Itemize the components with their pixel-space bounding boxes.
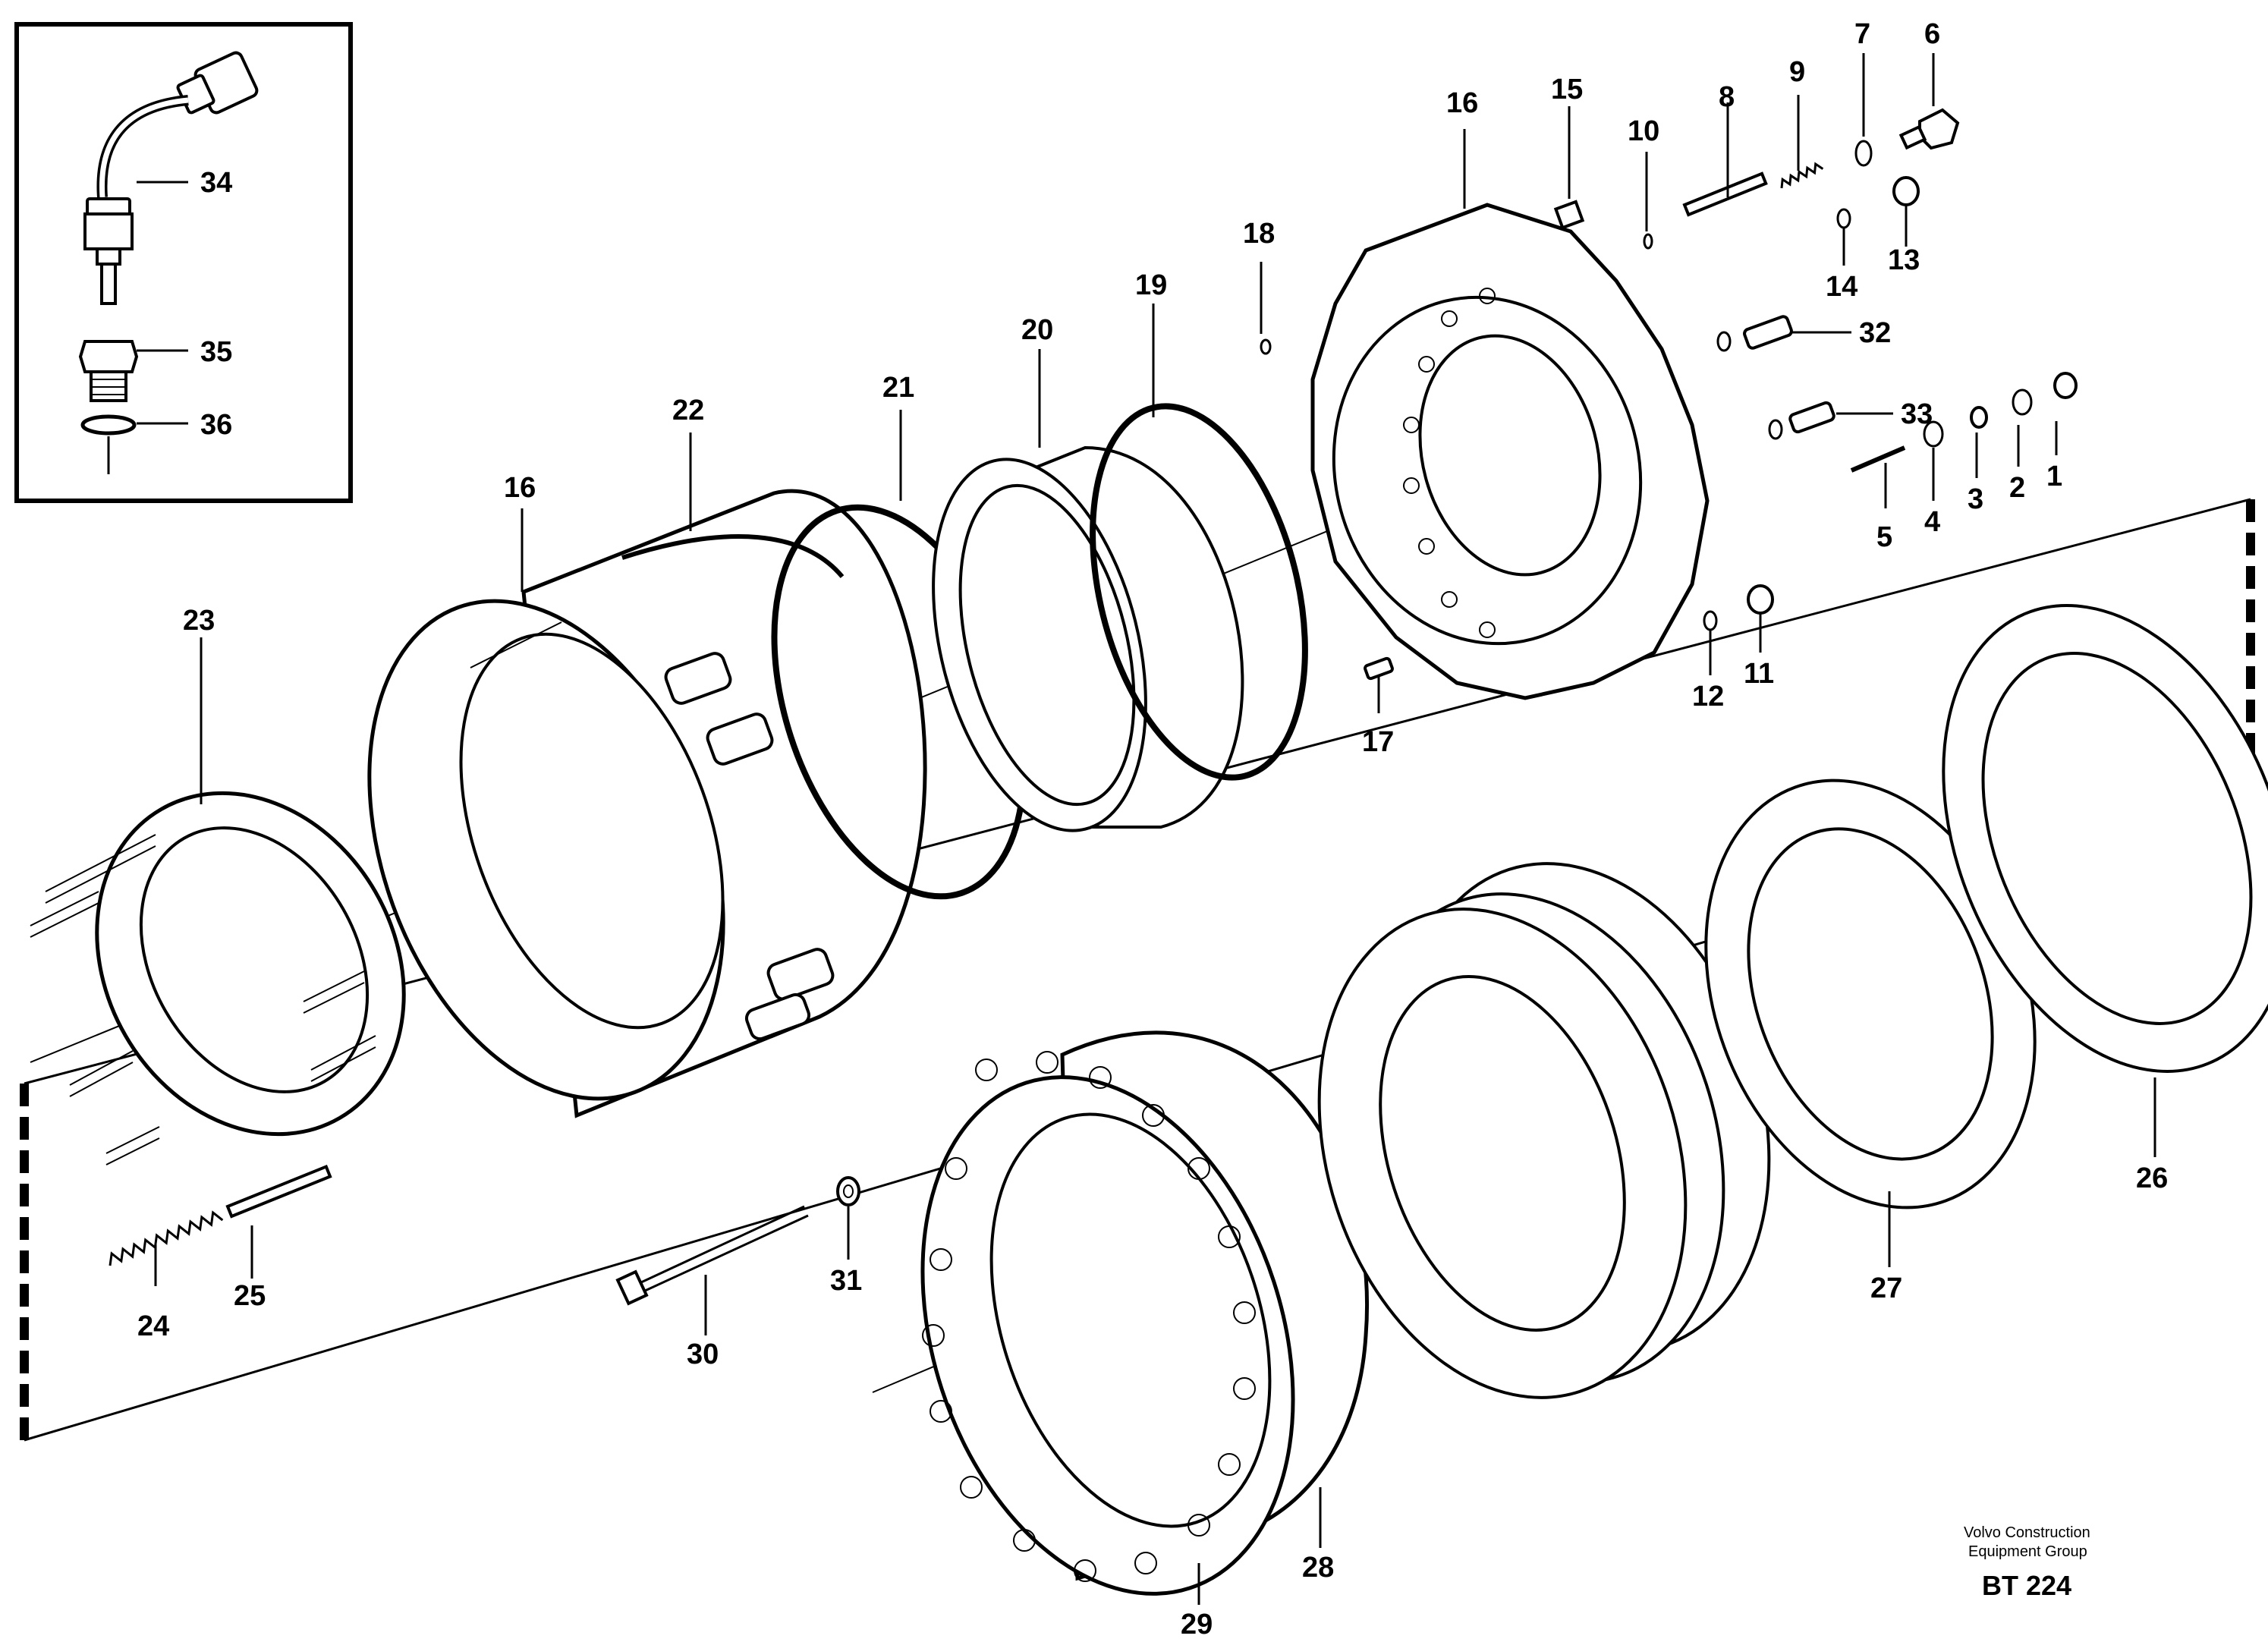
temperature-sensor [83,197,134,305]
callout-9: 9 [1789,56,1805,88]
spring-plate [30,791,406,1266]
drawing-code: BT 224 [1982,1570,2071,1601]
callout-13: 13 [1888,244,1920,276]
callout-27: 27 [1870,1272,1902,1304]
callout-36: 36 [200,409,232,441]
o-ring [80,414,137,436]
callout-26: 26 [2136,1162,2168,1194]
credit-line-2: Equipment Group [1968,1543,2087,1560]
callout-11: 11 [1744,658,1774,690]
piston-housing [367,489,927,1118]
piston [932,445,1244,832]
callout-23: 23 [183,605,215,637]
callout-21: 21 [882,372,914,404]
callout-16a: 16 [1446,87,1478,119]
friction-disc-stack [1317,862,1771,1399]
callout-2: 2 [2009,472,2025,504]
callout-1: 1 [2046,461,2062,492]
callout-3: 3 [1968,483,1983,515]
callout-8: 8 [1719,81,1735,113]
leader-lines [154,53,2156,1605]
callout-32: 32 [1859,317,1891,349]
callout-24: 24 [137,1310,169,1342]
credit-block: Volvo Construction Equipment Group BT 22… [1964,1524,2090,1601]
brake-housing [920,1051,1295,1596]
callouts: 1 2 3 4 5 6 7 8 9 10 11 12 13 14 15 16 1… [137,18,2168,1640]
credit-line-1: Volvo Construction [1964,1524,2090,1541]
callout-15: 15 [1551,74,1583,105]
callout-5: 5 [1876,521,1892,553]
callout-7: 7 [1854,18,1870,50]
callout-14: 14 [1826,271,1857,303]
brake-cover [1310,203,1710,700]
callout-12: 12 [1692,681,1724,712]
callout-34: 34 [200,167,232,199]
callout-18: 18 [1243,218,1275,250]
bolt-and-washer [615,1176,860,1306]
callout-29: 29 [1181,1609,1213,1640]
callout-19: 19 [1135,269,1167,301]
callout-33: 33 [1901,398,1933,430]
band [621,534,845,578]
callout-20: 20 [1021,314,1053,346]
callout-17: 17 [1362,726,1394,758]
callout-10: 10 [1628,115,1659,147]
callout-28: 28 [1302,1552,1334,1584]
callout-30: 30 [687,1338,719,1370]
sensor-fitting [78,340,139,402]
sensor-inset: 34 35 36 [14,22,353,503]
spring-and-pin [109,1164,332,1266]
outer-disc [1942,604,2268,1073]
callout-35: 35 [200,336,232,368]
callout-6: 6 [1924,18,1940,50]
callout-4: 4 [1924,506,1940,538]
inner-disc [1704,779,2037,1209]
callout-22: 22 [672,395,704,426]
callout-25: 25 [234,1280,266,1312]
small-fittings [1260,108,2078,681]
callout-16b: 16 [504,472,536,504]
sensor-connector [96,51,259,198]
callout-31: 31 [830,1265,862,1297]
